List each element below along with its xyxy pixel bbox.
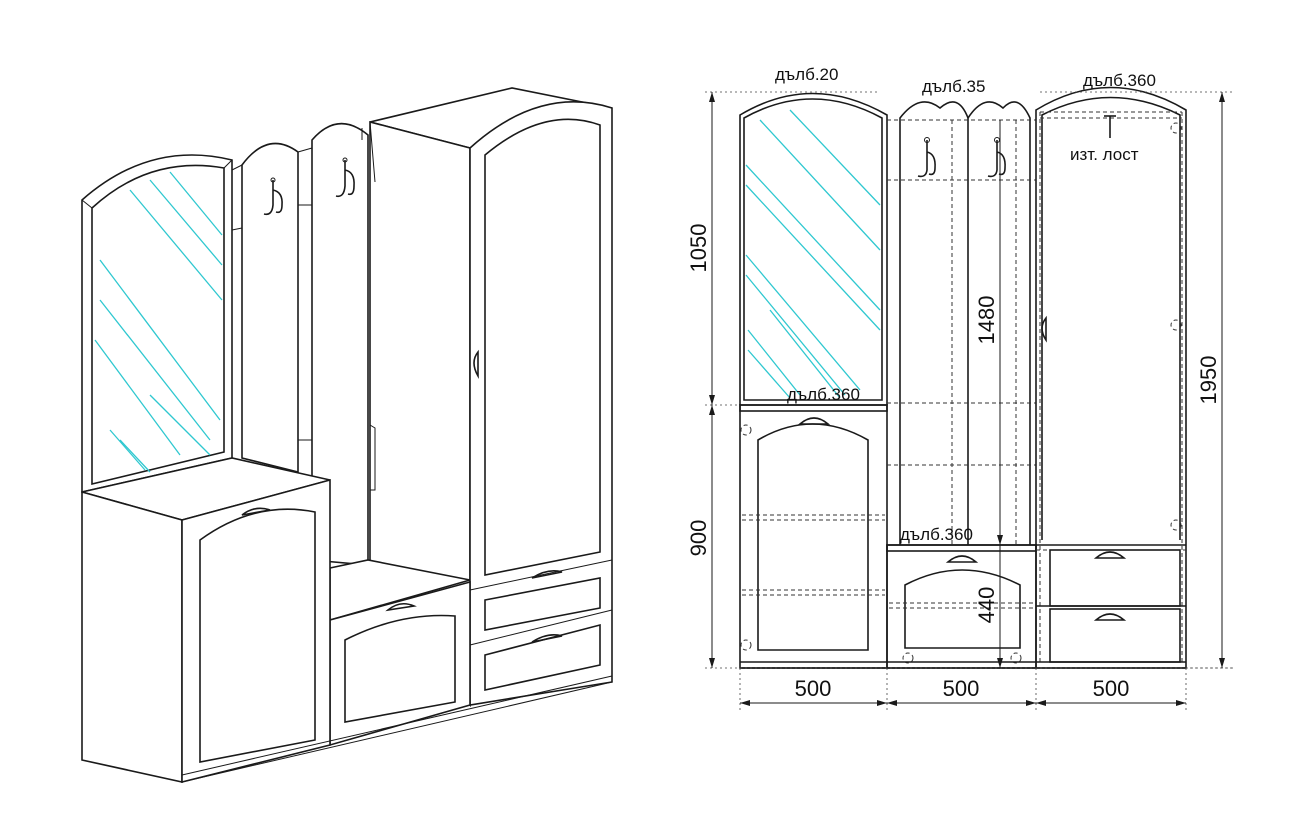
dim-width-middle: 500 xyxy=(943,676,980,701)
iso-wardrobe xyxy=(361,87,613,708)
label-depth-bench: дълб.360 xyxy=(900,525,973,544)
iso-bench xyxy=(329,559,471,747)
front-lower-cabinet xyxy=(739,404,888,669)
front-bench xyxy=(886,544,1037,669)
dimension-lines xyxy=(705,91,1235,712)
front-mirror-glass xyxy=(745,109,881,399)
dim-lower-height: 900 xyxy=(686,520,711,557)
dim-total-height: 1950 xyxy=(1196,356,1221,405)
label-depth-wardrobe: дълб.360 xyxy=(1083,71,1156,90)
label-depth-lower-cabinet: дълб.360 xyxy=(787,385,860,404)
dim-bench-height: 440 xyxy=(974,587,999,624)
iso-hook-panel-1 xyxy=(231,142,299,474)
front-view: дълб.20 дълб.35 дълб.360 дълб.360 дълб.3… xyxy=(686,65,1235,712)
dim-width-right: 500 xyxy=(1093,676,1130,701)
coat-hook-icon xyxy=(987,137,1006,178)
dim-width-left: 500 xyxy=(795,676,832,701)
front-hook-panels xyxy=(887,101,1036,545)
label-rod: изт. лост xyxy=(1070,145,1139,164)
isometric-view xyxy=(81,87,613,784)
front-wardrobe xyxy=(1035,86,1187,669)
coat-hook-icon xyxy=(263,177,283,216)
coat-hook-icon xyxy=(335,157,355,198)
label-depth-hooks: дълб.35 xyxy=(922,77,985,96)
coat-hook-icon xyxy=(917,137,936,178)
iso-mirror xyxy=(81,154,233,494)
iso-hook-panel-2 xyxy=(297,122,369,566)
iso-lower-cabinet xyxy=(81,457,331,784)
dim-hook-panel-height: 1480 xyxy=(974,296,999,345)
iso-mirror-glass xyxy=(94,171,223,473)
iso-plinth xyxy=(181,675,613,783)
clothes-rod-icon xyxy=(1104,115,1116,138)
front-mirror xyxy=(739,92,888,405)
dim-upper-height: 1050 xyxy=(686,224,711,273)
label-depth-mirror: дълб.20 xyxy=(775,65,838,84)
